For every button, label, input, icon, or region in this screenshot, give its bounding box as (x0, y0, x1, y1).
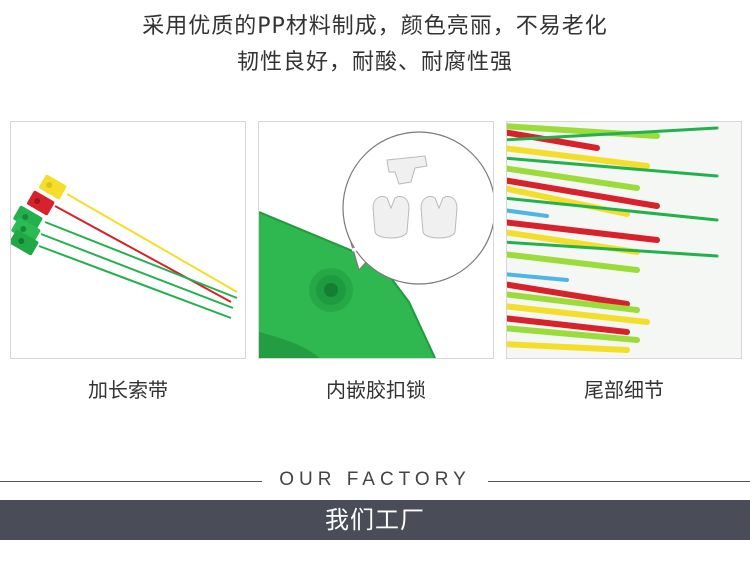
feature-caption-extended-strap: 加长索带 (88, 378, 168, 402)
feature-caption-strap-tail: 尾部细节 (584, 378, 664, 402)
headline-line-2: 韧性良好，耐酸、耐腐性强 (236, 50, 513, 75)
feature-image-extended-strap (10, 121, 246, 359)
factory-heading-chinese: 我们工厂 (325, 506, 425, 534)
embedded-lock-photo (259, 131, 493, 358)
factory-banner: 我们工厂 (0, 500, 750, 540)
feature-image-strap-tail (506, 121, 742, 359)
feature-image-embedded-lock (258, 121, 494, 359)
strap-tail-photo (507, 122, 741, 358)
divider-left (0, 481, 262, 482)
extended-strap-photo (11, 174, 238, 319)
feature-caption-embedded-lock: 内嵌胶扣锁 (326, 378, 426, 402)
factory-heading-english: OUR FACTORY (279, 469, 471, 490)
headline-line-1: 采用优质的PP材料制成，颜色亮丽，不易老化 (142, 14, 608, 39)
divider-right (488, 481, 750, 482)
